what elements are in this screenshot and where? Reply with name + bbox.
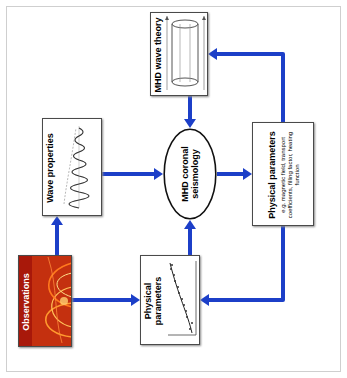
image-ground [32,255,72,347]
field-arrow [202,16,206,20]
rotated-text-panel: MHD wave theory [151,13,209,97]
arrow-head [154,168,163,180]
data-points [170,264,193,330]
node-title: Physical parameters [267,126,277,224]
parameter-box: Physical parameterse.g. magnetic field, … [252,122,314,226]
flow-arrow [208,48,283,122]
node-title: Physical parameters [143,259,164,343]
flow-line [102,172,155,176]
node-note: e.g. magnetic field, transport coefficie… [280,126,302,224]
field-line [190,24,191,82]
flow-arrow [102,168,163,180]
flow-line [55,224,59,255]
rotated-text-panel: Observations [19,256,73,348]
coronal-loop [49,263,72,307]
axis [79,126,80,208]
plot-axis [168,335,196,336]
field-line [204,16,205,90]
rotated-text-panel: Wave properties [43,119,103,217]
envelope [64,128,76,204]
observation-box: Observations [18,255,72,347]
tube-end [172,20,198,28]
arrow-head [184,220,196,229]
flow-arrow [72,294,140,306]
flux-tube-sketch [165,16,206,90]
wave-box: Wave properties [42,118,102,216]
coronal-loop [48,257,62,343]
flow-line [188,96,192,120]
arrow-head [243,168,252,180]
ellipse-shape [164,129,216,219]
rotated-text-panel: Physical parameterse.g. magnetic field, … [253,123,315,227]
flow-line [217,172,244,176]
flow-arrow [184,96,196,128]
arrow-head [184,119,196,128]
flow-line [208,226,283,300]
bright-point [60,297,68,305]
parameter-plot [168,261,196,335]
flow-arrow [217,168,252,180]
coronal-loop [57,273,72,297]
arrow-head [131,294,140,306]
field-line [180,24,181,82]
flow-line [72,298,132,302]
arrow-head [200,294,209,306]
flow-arrow [51,216,63,255]
rotated-text-panel: MHD coronal seismology [163,128,217,220]
node-title: Wave properties [45,122,55,214]
decaying-wave [69,128,89,208]
flow-arrow [184,220,196,255]
flow-arrow [200,226,283,306]
node-title: Observations [21,259,31,345]
rotated-text-panel: Physical parameters [141,256,201,346]
image-ground [18,255,72,347]
tube-end [172,78,198,86]
coronal-image [18,255,72,347]
seismology-ellipse: MHD coronal seismology [163,128,217,220]
flow-line [188,228,192,255]
wave-sketch [64,126,89,208]
fit-curve [170,263,192,333]
tube-line [198,24,199,82]
field-line [167,16,168,90]
plot-axis [196,261,197,335]
arrow-head [208,48,217,60]
tube-line [172,24,173,82]
arrow-head [51,216,63,225]
parameter-plot-box: Physical parameters [140,255,200,345]
field-arrow [165,16,169,20]
node-title: MHD wave theory [153,16,163,94]
node-title: MHD coronal seismology [180,131,201,217]
theory-box: MHD wave theory [150,12,208,96]
flow-line [216,54,283,122]
